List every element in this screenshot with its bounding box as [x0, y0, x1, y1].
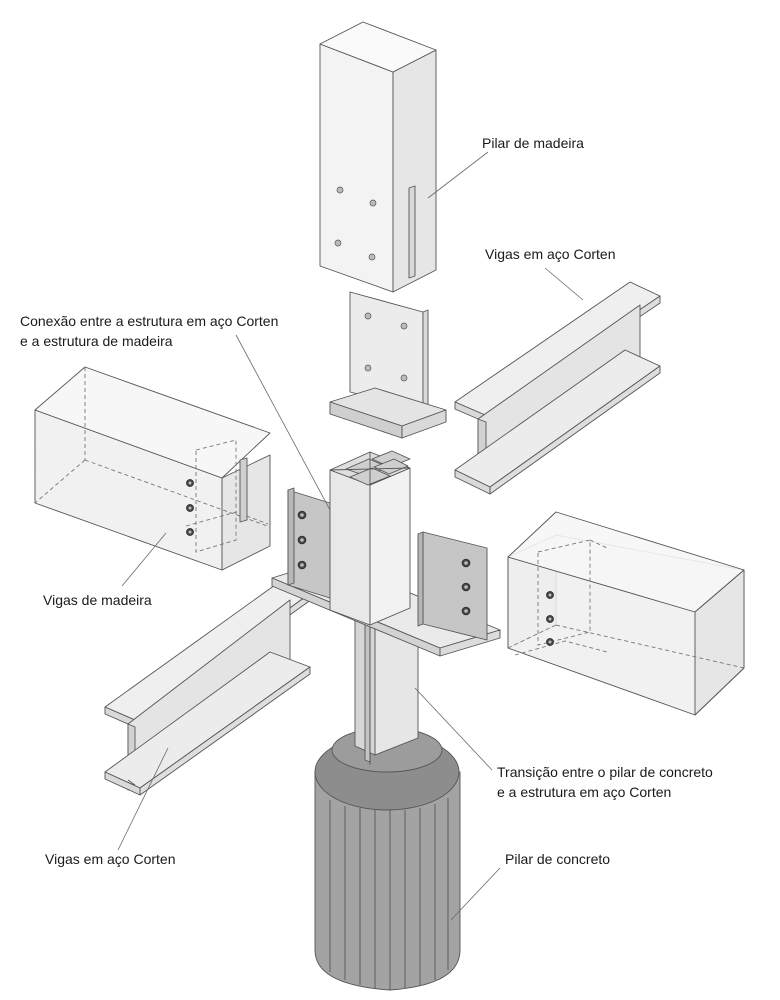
central-steel-box	[329, 450, 411, 626]
connection-plate-left	[287, 487, 331, 599]
label-transicao-line1: Transição entre o pilar de concreto	[497, 764, 713, 780]
leader-vigas-aco-bottom	[117, 747, 169, 851]
leader-vigas-madeira	[121, 532, 167, 587]
concrete-column	[314, 727, 461, 991]
leader-conexao	[235, 334, 331, 511]
steel-beam-top-right	[454, 281, 661, 495]
label-pilar-concreto: Pilar de concreto	[505, 851, 610, 867]
labels: Pilar de madeira Vigas em aço Corten Con…	[20, 135, 713, 867]
steel-beam-bottom-left	[104, 579, 313, 796]
leader-lines	[117, 151, 584, 921]
label-vigas-aco-bottom: Vigas em aço Corten	[45, 851, 175, 867]
bolt-icon	[297, 510, 307, 570]
label-pilar-madeira: Pilar de madeira	[482, 135, 584, 151]
connection-plate-right	[417, 531, 488, 641]
leader-pilar-concreto	[450, 867, 501, 921]
label-conexao-line2: e a estrutura de madeira	[20, 333, 173, 349]
t-connector	[329, 291, 447, 439]
leader-vigas-aco-top	[544, 267, 584, 301]
leader-transicao	[414, 687, 493, 771]
timber-column	[319, 21, 437, 293]
label-transicao-line2: e a estrutura em aço Corten	[497, 784, 671, 800]
timber-beam-right	[507, 511, 745, 716]
bolt-icon	[546, 591, 554, 646]
label-vigas-madeira: Vigas de madeira	[43, 592, 152, 608]
timber-beam-left	[34, 366, 271, 571]
label-conexao-line1: Conexão entre a estrutura em aço Corten	[20, 313, 278, 329]
transition-steel-post	[354, 606, 419, 765]
leader-pilar-madeira	[427, 151, 489, 199]
bolt-icon	[186, 479, 194, 536]
label-vigas-aco-top: Vigas em aço Corten	[485, 246, 615, 262]
bolt-icon	[461, 558, 471, 616]
